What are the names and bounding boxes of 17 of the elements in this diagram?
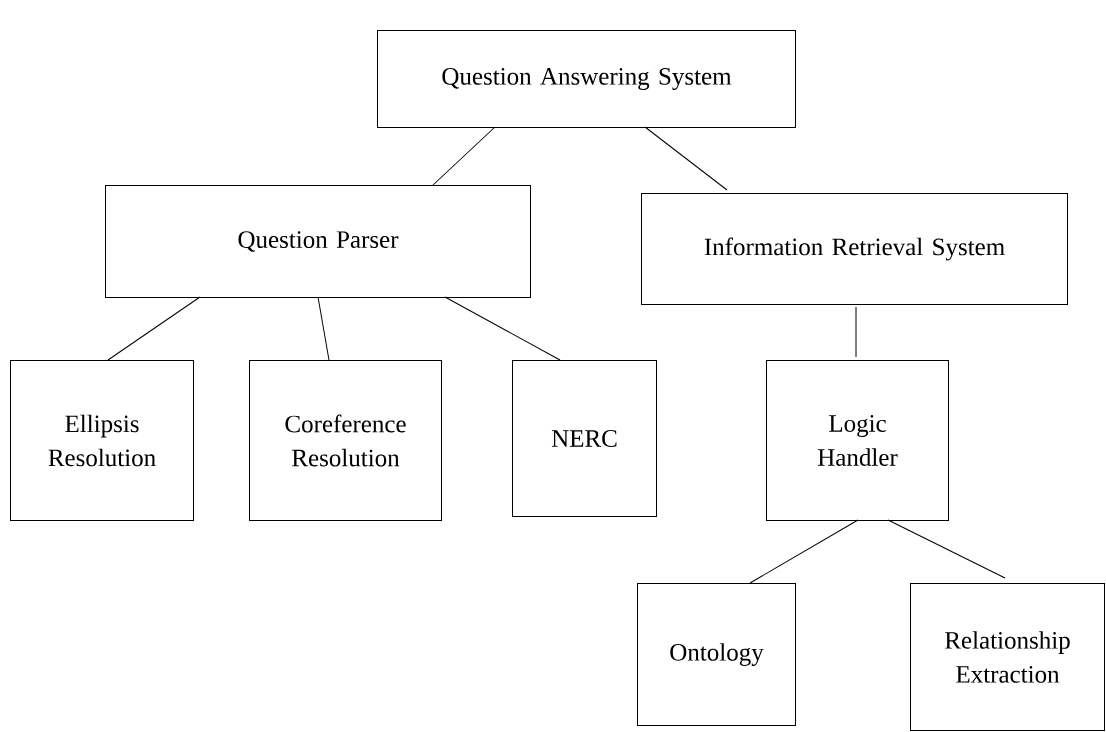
connector-line [644, 126, 728, 191]
box: Coreference Resolution [249, 360, 442, 521]
connector-line [749, 519, 859, 584]
box: Ellipsis Resolution [10, 360, 194, 521]
box: Relationship Extraction [910, 583, 1105, 731]
box: Question Parser [105, 185, 531, 298]
connector-line [887, 519, 1006, 579]
box: Ontology [637, 583, 796, 726]
box: Question Answering System [377, 30, 796, 128]
connector-line [107, 296, 201, 361]
connector-line [855, 306, 857, 358]
connector-line [444, 296, 561, 361]
box: Logic Handler [766, 360, 949, 521]
connector-line [432, 126, 496, 186]
box: Information Retrieval System [641, 193, 1068, 305]
box: NERC [512, 360, 657, 517]
connector-line [317, 296, 330, 361]
